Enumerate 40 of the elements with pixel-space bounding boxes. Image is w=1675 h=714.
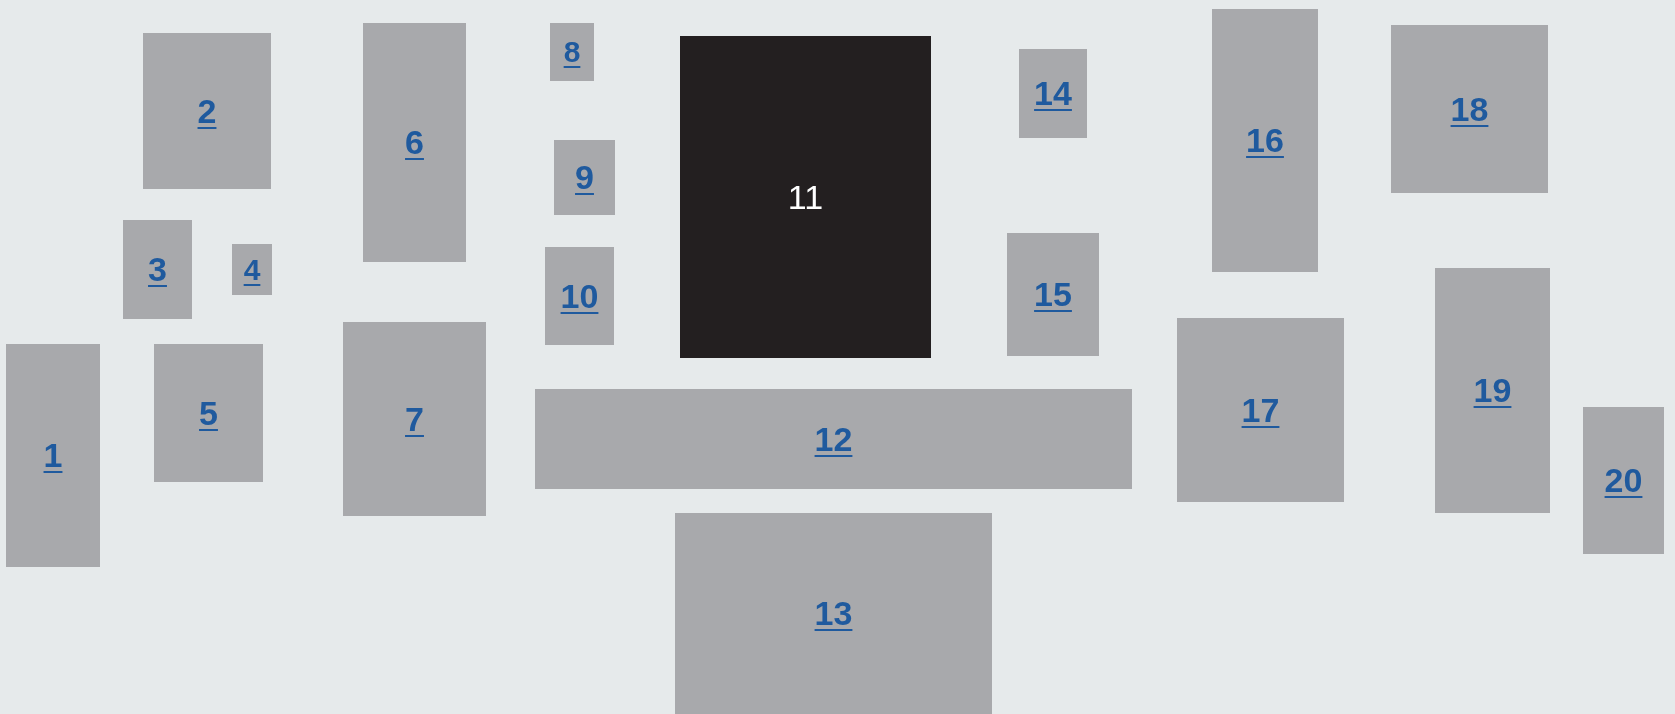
callout-number-link: 19 (1473, 371, 1512, 410)
panel-box (545, 247, 614, 345)
callout-number-link: 13 (814, 594, 853, 633)
panel-box (1007, 233, 1099, 356)
panel-box (1019, 49, 1087, 138)
panel-box (1177, 318, 1344, 502)
panel-box (550, 23, 594, 81)
callout-number-link: 17 (1241, 390, 1280, 430)
panel-box (680, 36, 931, 358)
callout-number: 11 (787, 177, 824, 217)
panel-box (6, 344, 100, 567)
callout-number-link: 5 (199, 393, 218, 433)
panel-box (1435, 268, 1550, 513)
panel-box (1212, 9, 1318, 272)
callout-number-link: 15 (1034, 275, 1072, 314)
callout-number-link: 14 (1034, 74, 1072, 113)
callout-number-link: 8 (563, 35, 581, 69)
callout-number-link: 1 (43, 436, 63, 475)
callout-number-link: 9 (575, 158, 594, 197)
panel-box (232, 244, 272, 295)
panel-box (675, 513, 992, 714)
callout-number-link: 20 (1604, 461, 1643, 500)
callout-number-link: 18 (1450, 89, 1489, 129)
panel-box (1583, 407, 1664, 554)
callout-number-link: 16 (1246, 121, 1284, 160)
panel-box (154, 344, 263, 482)
panel-box (1391, 25, 1548, 193)
callout-number-link: 7 (405, 399, 424, 439)
callout-number-link: 12 (814, 419, 853, 459)
panel-box (535, 389, 1132, 489)
callout-number-link: 2 (197, 91, 217, 131)
callout-number-link: 10 (560, 276, 599, 316)
callout-number-link: 4 (243, 252, 261, 287)
panel-box (143, 33, 271, 189)
panel-box (554, 140, 615, 215)
callout-number-link: 3 (148, 250, 167, 289)
panel-box (123, 220, 192, 319)
panel-box (363, 23, 466, 262)
callout-number-link: 6 (405, 123, 424, 162)
panel-box (343, 322, 486, 516)
